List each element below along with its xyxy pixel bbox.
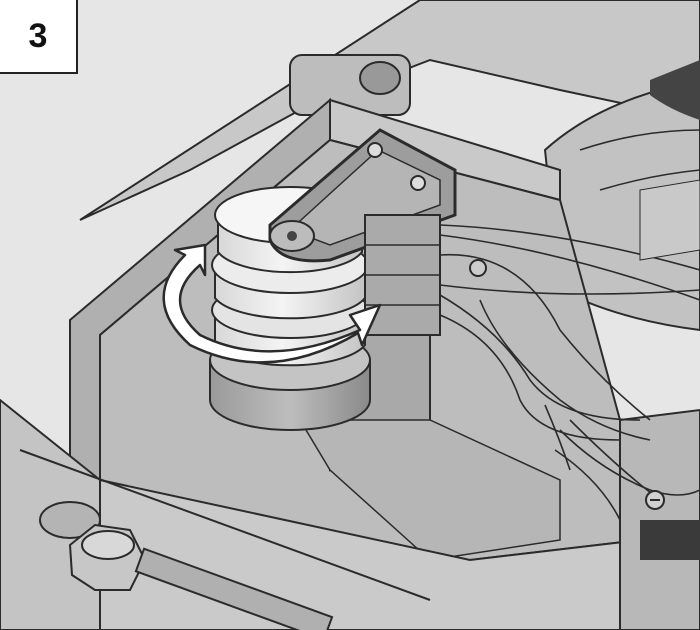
housing-lid — [79, 0, 700, 221]
screw-right — [645, 490, 665, 510]
bolt-slot — [39, 501, 101, 539]
curved-double-arrow-icon — [162, 243, 382, 364]
switch-block — [364, 214, 487, 336]
motor-drum — [543, 78, 700, 332]
step-badge: 3 — [0, 0, 78, 74]
step-number: 3 — [28, 16, 48, 55]
hinge-hole — [359, 61, 401, 95]
hex-bolt — [68, 523, 334, 630]
